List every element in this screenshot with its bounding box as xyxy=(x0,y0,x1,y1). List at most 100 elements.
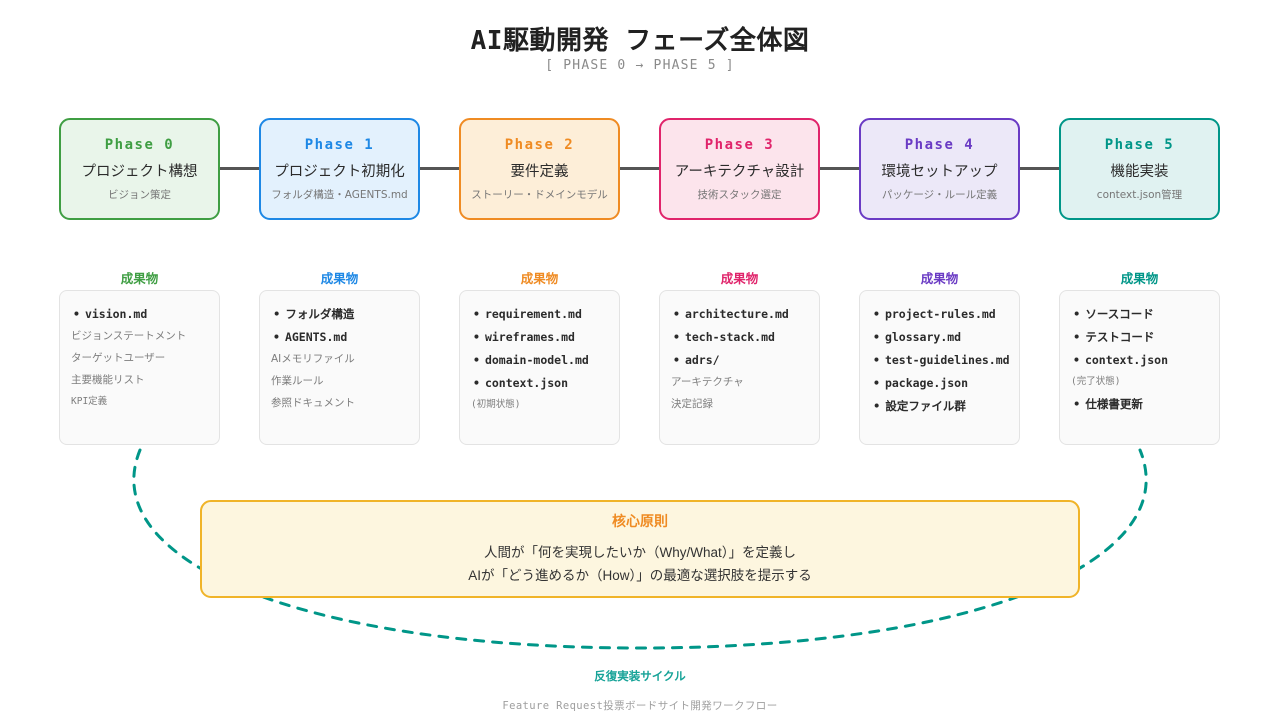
deliverable-item-label: package.json xyxy=(884,376,969,391)
deliverable-item: 決定記録 xyxy=(671,398,713,411)
deliverable-label-2: 成果物 xyxy=(520,272,559,286)
bullet-icon: • xyxy=(873,399,881,414)
connector-4-5 xyxy=(1020,167,1059,170)
deliverable-item: 参照ドキュメント xyxy=(271,397,355,410)
bullet-icon: • xyxy=(873,376,880,391)
phase-name-3: アーキテクチャ設計 xyxy=(674,163,805,180)
phase-desc-1: フォルダ構造・AGENTS.md xyxy=(271,188,408,201)
deliverable-label-0: 成果物 xyxy=(120,272,159,286)
deliverable-item-label: glossary.md xyxy=(884,330,962,345)
phase-box-2[interactable]: Phase 2 要件定義ストーリー・ドメインモデル xyxy=(459,118,620,220)
deliverable-item-label: テストコード xyxy=(1085,330,1155,345)
phase-id-4: Phase 4 xyxy=(904,136,975,153)
deliverable-card-5: • ソースコード • テストコード •context.json (完了状態) • 仕様書更新 xyxy=(1059,290,1220,445)
phase-box-0[interactable]: Phase 0 プロジェクト構想ビジョン策定 xyxy=(59,118,220,220)
phase-id-2: Phase 2 xyxy=(504,136,575,153)
deliverable-item-label: domain-model.md xyxy=(484,353,589,368)
connector-3-4 xyxy=(820,167,859,170)
connector-0-1 xyxy=(220,167,259,170)
phase-desc-5: context.json管理 xyxy=(1096,188,1183,201)
core-principle-title: 核心原則 xyxy=(612,513,668,530)
phase-id-3: Phase 3 xyxy=(704,136,775,153)
footer-note: Feature Request投票ボードサイト開発ワークフロー xyxy=(502,700,778,712)
deliverable-label-5: 成果物 xyxy=(1120,272,1159,286)
deliverable-item: (完了状態) xyxy=(1071,376,1121,388)
deliverable-item: AIメモリファイル xyxy=(271,353,355,366)
deliverable-item: • テストコード xyxy=(1071,331,1208,343)
bullet-icon: • xyxy=(673,307,680,321)
phase-desc-0: ビジョン策定 xyxy=(108,188,171,201)
bullet-icon: • xyxy=(273,307,281,321)
deliverable-item: 作業ルール xyxy=(271,375,324,388)
bullet-icon: • xyxy=(873,353,880,368)
deliverable-item-label: project-rules.md xyxy=(884,307,996,321)
bullet-icon: • xyxy=(473,307,480,321)
deliverable-card-4: •project-rules.md•glossary.md•test-guide… xyxy=(859,290,1020,445)
bullet-icon: • xyxy=(73,307,80,321)
connector-2-3 xyxy=(620,167,659,170)
deliverable-item-label: wireframes.md xyxy=(484,330,575,345)
page-subtitle: [ PHASE 0 → PHASE 5 ] xyxy=(545,58,735,73)
phase-box-3[interactable]: Phase 3 アーキテクチャ設計技術スタック選定 xyxy=(659,118,820,220)
connector-1-2 xyxy=(420,167,459,170)
deliverable-item: • domain-model.md xyxy=(471,354,608,366)
bullet-icon: • xyxy=(1073,307,1081,321)
deliverable-item-label: architecture.md xyxy=(684,307,789,321)
bullet-icon: • xyxy=(1073,330,1081,345)
bullet-icon: • xyxy=(873,330,880,345)
deliverable-item-label: context.json xyxy=(1084,353,1169,368)
deliverable-item: •project-rules.md xyxy=(871,308,1008,320)
deliverable-item-label: context.json xyxy=(484,376,569,391)
deliverable-item: • 設定ファイル群 xyxy=(871,400,1008,412)
deliverable-item-label: 設定ファイル群 xyxy=(885,399,966,414)
phase-box-5[interactable]: Phase 5 機能実装 context.json管理 xyxy=(1059,118,1220,220)
deliverable-item-label: AGENTS.md xyxy=(284,330,348,345)
deliverable-item: • AGENTS.md xyxy=(271,331,408,343)
cycle-label: 反復実装サイクル xyxy=(594,671,686,683)
deliverable-item-label: ソースコード xyxy=(1085,307,1154,321)
deliverable-card-2: •requirement.md•wireframes.md•domain-mod… xyxy=(459,290,620,445)
phase-name-2: 要件定義 xyxy=(510,163,569,180)
core-principle-line-2: AIが「どう進めるか（How）」の最適な選択肢を提示する xyxy=(468,567,812,583)
deliverable-item: • ソースコード xyxy=(1071,308,1208,320)
deliverable-item: • glossary.md xyxy=(871,331,1008,343)
phase-desc-4: パッケージ・ルール定義 xyxy=(881,188,998,201)
phase-id-5: Phase 5 xyxy=(1104,136,1175,153)
deliverable-item-label: フォルダ構造 xyxy=(285,307,355,321)
phase-desc-2: ストーリー・ドメインモデル xyxy=(471,188,608,201)
bullet-icon: • xyxy=(673,330,680,345)
deliverable-label-4: 成果物 xyxy=(920,272,959,286)
bullet-icon: • xyxy=(273,330,280,345)
deliverable-item-label: tech-stack.md xyxy=(684,330,775,345)
deliverable-card-3: •architecture.md•tech-stack.md•adrs/アーキテ… xyxy=(659,290,820,445)
deliverable-item-label: 仕様書更新 xyxy=(1085,397,1143,412)
bullet-icon: • xyxy=(473,353,480,368)
deliverable-item-label: test-guidelines.md xyxy=(884,353,1010,368)
phase-name-5: 機能実装 xyxy=(1110,163,1169,180)
deliverable-item: ターゲットユーザー xyxy=(71,352,166,365)
phase-box-4[interactable]: Phase 4 環境セットアップパッケージ・ルール定義 xyxy=(859,118,1020,220)
deliverable-item: • test-guidelines.md xyxy=(871,353,1010,368)
deliverable-item: (初期状態) xyxy=(471,399,521,411)
deliverable-item-label: vision.md xyxy=(84,307,148,321)
deliverable-item: •requirement.md xyxy=(471,308,608,320)
page-title: AI駆動開発 フェーズ全体図 xyxy=(470,26,810,56)
deliverable-item: • vision.md xyxy=(71,308,208,320)
phase-name-4: 環境セットアップ xyxy=(881,163,998,180)
phase-desc-3: 技術スタック選定 xyxy=(697,188,782,201)
bullet-icon: • xyxy=(473,376,480,391)
phase-id-0: Phase 0 xyxy=(104,136,175,153)
deliverable-item: ビジョンステートメント xyxy=(71,330,187,343)
phase-name-0: プロジェクト構想 xyxy=(81,163,198,180)
bullet-icon: • xyxy=(473,330,480,345)
deliverable-item: アーキテクチャ xyxy=(671,376,744,389)
deliverable-label-1: 成果物 xyxy=(320,272,359,286)
deliverable-item: • フォルダ構造 xyxy=(271,308,408,320)
deliverable-item: •context.json xyxy=(1071,354,1208,366)
bullet-icon: • xyxy=(1073,397,1081,412)
